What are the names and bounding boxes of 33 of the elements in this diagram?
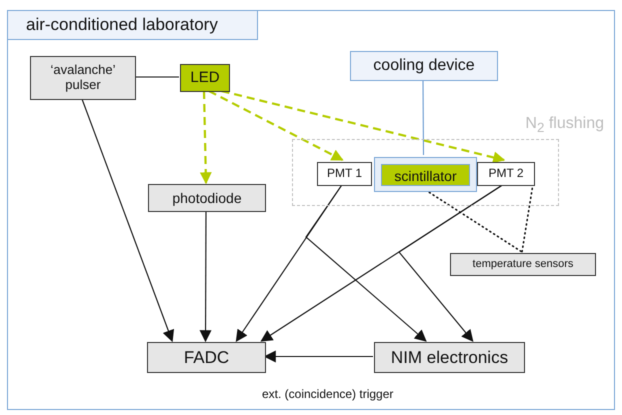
node-label: LED	[190, 69, 220, 87]
node-label: NIM electronics	[390, 348, 508, 368]
connector-line	[422, 80, 424, 155]
scintillator-frame	[374, 157, 477, 192]
process-box	[317, 162, 372, 186]
process-box	[30, 56, 136, 100]
arrow	[208, 90, 344, 161]
arrow	[398, 184, 504, 342]
process-box	[147, 342, 266, 373]
frame-heading: air-conditioned laboratory	[7, 10, 258, 40]
arrow	[305, 184, 427, 342]
trigger-note: ext. (coincidence) trigger	[262, 387, 394, 401]
laboratory-frame	[7, 10, 615, 410]
region-heading: N$_{2}$ flushing	[525, 115, 604, 136]
arrow	[200, 211, 212, 342]
node-label: PMT 1	[326, 167, 362, 181]
process-box	[148, 184, 266, 212]
process-box	[477, 162, 535, 186]
node-label: scintillator	[381, 164, 470, 186]
arrow	[200, 90, 212, 184]
process-box	[374, 342, 525, 373]
node-label: FADC	[184, 348, 230, 368]
node-label: temperature sensors	[472, 258, 574, 271]
node-label: PMT 2	[488, 167, 524, 181]
led-box	[180, 64, 230, 92]
process-box	[350, 51, 498, 81]
process-box	[450, 253, 596, 276]
node-label: cooling device	[373, 56, 475, 76]
arrow	[221, 90, 506, 164]
connector-line	[135, 76, 179, 78]
node-label: photodiode	[172, 190, 242, 206]
node-label: ‘avalanche’ pulser	[49, 63, 117, 93]
arrow	[81, 98, 174, 342]
